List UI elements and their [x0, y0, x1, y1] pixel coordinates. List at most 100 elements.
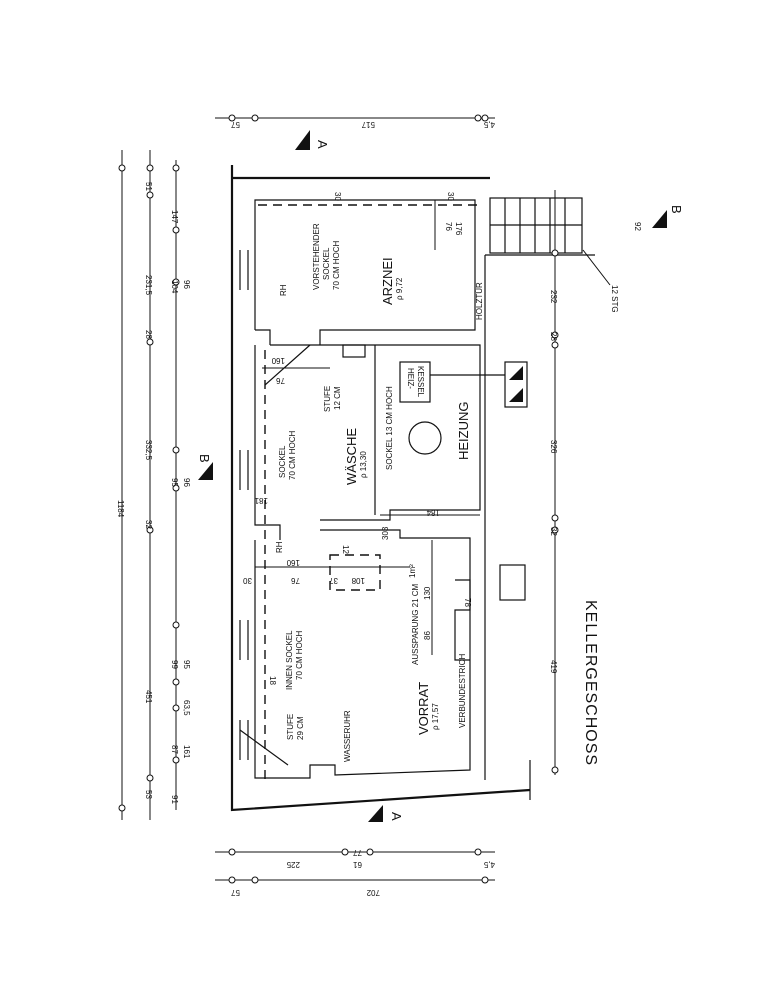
dim: 30 — [333, 192, 342, 201]
room-heizung: HEIZUNG — [456, 402, 471, 461]
dim: 130 — [423, 586, 432, 600]
dim: 4,5 — [483, 860, 495, 869]
dim: 419 — [549, 660, 558, 674]
section-a-top-marker — [295, 130, 310, 150]
note: 70 CM HOCH — [288, 430, 297, 480]
note: 12 CM — [333, 386, 342, 410]
dim: 76 — [291, 576, 300, 585]
top-dimensions: 57 517 4,5 — [215, 114, 495, 129]
notes: VORSTEHENDER SOCKEL 70 CM HOCH SOCKEL 70… — [275, 223, 484, 762]
dim: 225 — [286, 860, 300, 869]
section-a-label: A — [389, 812, 404, 821]
room-waesche: WÄSCHE — [344, 428, 359, 485]
bottom-dimensions: 57 702 225 61 77 4,5 — [215, 848, 495, 897]
dim: 78 — [463, 598, 472, 607]
room-labels: ARZNEI ρ 9,72 WÄSCHE ρ 13,30 HEIZUNG VOR… — [344, 257, 599, 766]
dim: 702 — [366, 888, 380, 897]
dim: 32 — [549, 527, 558, 536]
dim: 1m² — [408, 564, 417, 578]
section-a-label: A — [315, 140, 330, 149]
dim: 63,5 — [182, 700, 191, 716]
dim: 12 — [341, 545, 350, 554]
note: SOCKEL — [322, 247, 331, 280]
dim: 4,5 — [483, 120, 495, 129]
dim: 303 — [381, 526, 390, 540]
note: WASSERUHR — [343, 710, 352, 762]
dim: 184 — [426, 508, 440, 517]
dim: 77 — [353, 848, 362, 857]
dim: 95 — [182, 660, 191, 669]
dim: 161 — [182, 745, 191, 759]
note: AUSSPARUNG 21 CM — [411, 583, 420, 665]
dim: 51 — [144, 182, 153, 191]
note: STUFE — [323, 386, 332, 412]
dim: 28 — [549, 332, 558, 341]
dim: 147 — [170, 210, 179, 224]
walls — [230, 165, 595, 812]
dim: 104 — [170, 280, 179, 294]
note: SOCKEL — [278, 445, 287, 478]
dim: 99 — [170, 660, 179, 669]
room-vorrat: VORRAT — [416, 682, 431, 735]
note: HOLZTÜR — [475, 282, 484, 320]
note: SOCKEL 13 CM HOCH — [385, 386, 394, 470]
dim: 332,5 — [144, 440, 153, 461]
dim: 57 — [231, 120, 240, 129]
section-a-bottom-marker — [368, 805, 383, 822]
dim: 108 — [351, 576, 365, 585]
room-area: ρ 9,72 — [395, 277, 404, 300]
dim: 96 — [182, 280, 191, 289]
dim: 18 — [268, 676, 277, 685]
dim-total: 1184 — [116, 500, 125, 518]
note: VERBUNDESTRICH — [458, 654, 467, 728]
left-dimensions: 1184 51 231,5 28 332,5 32 451 53 147 104… — [116, 150, 191, 820]
dim: 53 — [144, 790, 153, 799]
note: RH — [279, 284, 288, 296]
dim: 326 — [549, 440, 558, 454]
room-area: ρ 13,30 — [359, 451, 368, 478]
dim: 30 — [243, 576, 252, 585]
section-b-left-marker — [198, 462, 213, 480]
dim: 160 — [271, 356, 285, 365]
dim: 86 — [423, 631, 432, 640]
note: STUFE — [286, 714, 295, 740]
dim: 181 — [254, 496, 268, 505]
dim: 76 — [276, 376, 285, 385]
inner-dimensions: 30 30 76 176 160 76 181 184 30 76 160 37… — [243, 192, 480, 685]
room-area: ρ 17,57 — [431, 703, 440, 730]
dim: 176 — [454, 222, 463, 236]
section-b-label: B — [669, 205, 684, 214]
dim: 232 — [549, 290, 558, 304]
dim: 32 — [144, 520, 153, 529]
heizkessel: HEIZ- KESSEL — [399, 361, 528, 408]
note: VORSTEHENDER — [312, 223, 321, 290]
note: INNEN SOCKEL — [285, 630, 294, 690]
note: 70 CM HOCH — [295, 630, 304, 680]
dim: 160 — [286, 558, 300, 567]
dim: 57 — [231, 888, 240, 897]
room-arznei: ARZNEI — [380, 257, 395, 305]
label: KESSEL — [416, 366, 425, 398]
section-b-label: B — [197, 454, 212, 463]
dim: 91 — [170, 795, 179, 804]
dim: 231,5 — [144, 275, 153, 296]
note: 70 CM HOCH — [332, 240, 341, 290]
dim: 517 — [361, 120, 375, 129]
dim: 92 — [633, 222, 642, 231]
dim: 37 — [329, 576, 338, 585]
dim: 95 — [170, 478, 179, 487]
dim: 61 — [353, 860, 362, 869]
note: RH — [275, 541, 284, 553]
dim: 30 — [446, 192, 455, 201]
dim: 96 — [182, 478, 191, 487]
dim: 451 — [144, 690, 153, 704]
dim: 28 — [144, 330, 153, 339]
dim: 76 — [444, 222, 453, 231]
section-b-right-marker — [652, 210, 667, 228]
right-dimensions: 92 232 28 326 32 419 12 STG — [549, 190, 642, 775]
note: 29 CM — [296, 716, 305, 740]
section-markers: A A B B — [197, 130, 684, 822]
floor-title: KELLERGESCHOSS — [582, 600, 599, 766]
dim: 87 — [170, 745, 179, 754]
